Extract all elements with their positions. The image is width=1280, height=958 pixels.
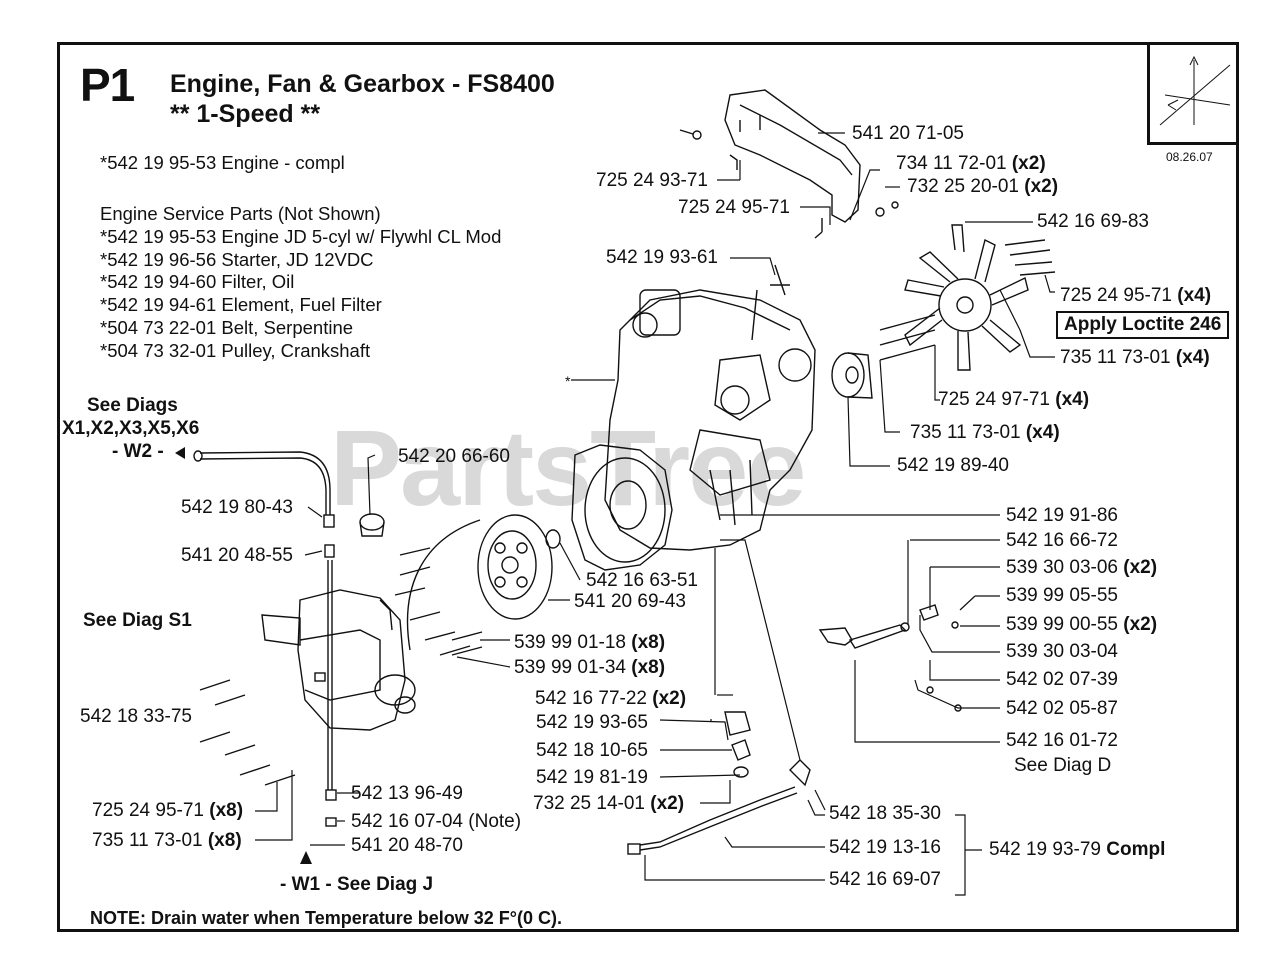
page-id: P1 [80,59,135,111]
fan [904,224,1029,371]
part-label: 541 20 69-43 [574,591,686,612]
bell-housing-ring [406,519,481,651]
part-label: 542 19 81-19 [536,767,648,788]
part-label: 732 25 14-01 (x2) [533,793,685,814]
diagram-frame [57,42,1239,932]
loctite-note: Apply Loctite 246 [1056,311,1230,339]
part-label: 542 19 13-16 [829,837,941,858]
fuel-line [751,289,758,341]
drain-plug [325,817,337,827]
sensor-cluster [627,711,811,855]
bolts [199,547,483,786]
w1-arrow [300,851,312,864]
part-label: 542 02 05-87 [1006,698,1118,719]
diag-list-label: X1,X2,X3,X5,X6 [62,418,200,439]
part-label: 542 16 01-72 [1006,730,1118,751]
fitting [325,789,337,801]
part-label: 735 11 73-01 (x8) [92,830,242,851]
fan-bolts [879,239,1056,361]
service-part-item: *542 19 94-61 Element, Fuel Filter [100,294,382,315]
drain-pipe [327,560,333,790]
part-label: 542 19 89-40 [897,455,1009,476]
w1-label: - W1 - See Diag J [280,874,434,895]
orientation-box [1147,45,1239,145]
part-label: 735 11 73-01 (x4) [1060,347,1210,368]
service-part-item: *542 19 96-56 Starter, JD 12VDC [100,249,374,270]
part-label: 725 24 93-71 [596,170,708,191]
part-label: 539 99 01-34 (x8) [514,657,666,678]
engine-block [604,289,816,551]
diagram-date: 08.26.07 [1166,150,1213,164]
part-label: 542 19 91-86 [1006,505,1118,526]
cap [359,513,385,537]
part-label: 541 20 71-05 [852,123,964,144]
part-label: 725 24 95-71 (x8) [92,800,244,821]
part-label: 539 30 03-06 (x2) [1006,557,1158,578]
part-label: 542 18 33-75 [80,706,192,727]
part-label: 542 16 63-51 [586,570,698,591]
w2-arrow [175,447,185,459]
service-parts-heading: Engine Service Parts (Not Shown) [100,203,381,224]
diagram-subtitle: ** 1-Speed ** [170,100,321,128]
part-label: 542 16 07-04 (Note) [351,811,522,832]
see-diag-s1-label: See Diag S1 [83,610,192,631]
part-label: 542 19 93-61 [606,247,718,268]
part-label: 725 24 95-71 (x4) [1060,285,1212,306]
part-label: 542 20 66-60 [398,446,510,467]
part-label: 542 16 77-22 (x2) [535,688,687,709]
see-diags-label: See Diags [87,395,178,416]
see-diag-d-label: See Diag D [1014,755,1112,776]
part-label: 542 18 35-30 [829,803,941,824]
part-label: 539 99 05-55 [1006,585,1118,606]
part-label: 542 16 69-07 [829,869,941,890]
part-label: 542 16 66-72 [1006,530,1118,551]
part-label: 542 19 93-79 Compl [989,839,1166,860]
part-label: 542 19 80-43 [181,497,293,518]
part-label: 725 24 97-71 (x4) [938,389,1090,410]
orientation-axes-icon [1159,55,1231,126]
service-part-item: *542 19 94-60 Filter, Oil [100,271,295,292]
part-label: 541 20 48-55 [181,545,293,566]
part-label: 732 25 20-01 (x2) [907,176,1059,197]
part-label: 542 13 96-49 [351,783,463,804]
leader-lines [255,132,1055,896]
shroud-bolts [679,129,899,296]
watermark: PartsTree [330,407,806,528]
service-part-item: *542 19 95-53 Engine JD 5-cyl w/ Flywhl … [100,226,502,247]
service-part-item: *504 73 32-01 Pulley, Crankshaft [100,340,371,361]
clutch-plate [477,514,561,620]
engine-compl-note: *542 19 95-53 Engine - compl [100,152,345,173]
part-label: 542 18 10-65 [536,740,648,761]
flywheel-housing [571,444,673,571]
part-label: 542 19 93-65 [536,712,648,733]
w2-label: - W2 - [112,441,164,462]
part-label: 735 11 73-01 (x4) [910,422,1060,443]
part-label: 539 30 03-04 [1006,641,1118,662]
drain-note: NOTE: Drain water when Temperature below… [90,908,562,928]
asterisk-marker: * [565,373,571,389]
part-label: 541 20 48-70 [351,835,463,856]
water-hose [193,450,335,558]
part-label: 539 99 01-18 (x8) [514,632,666,653]
part-label: 542 02 07-39 [1006,669,1118,690]
part-label: 725 24 95-71 [678,197,790,218]
part-label: 542 16 69-83 [1037,211,1149,232]
gearbox [261,589,416,731]
part-label: 539 99 00-55 (x2) [1006,614,1158,635]
service-part-item: *504 73 22-01 Belt, Serpentine [100,317,354,338]
fan-spacer [831,352,873,399]
bracket-assembly [818,604,962,712]
part-label: 734 11 72-01 (x2) [896,153,1046,174]
diagram-title: Engine, Fan & Gearbox - FS8400 [170,70,555,98]
